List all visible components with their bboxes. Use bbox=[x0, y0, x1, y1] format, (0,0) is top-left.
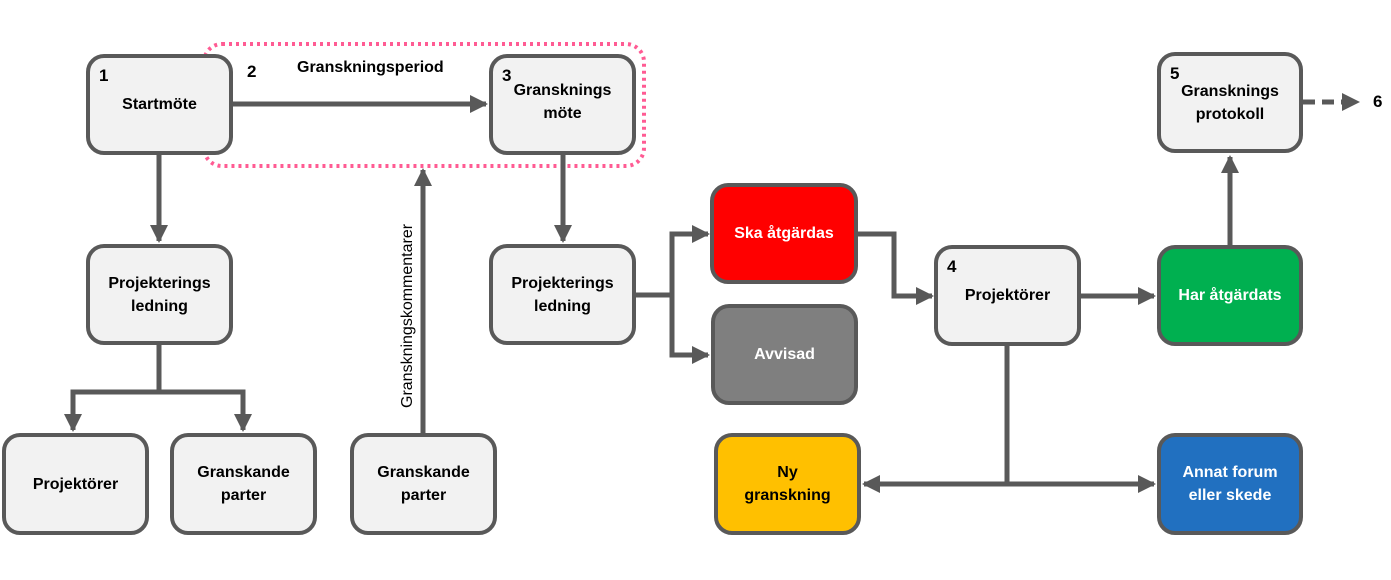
node-granskande-parter-left: Granskande parter bbox=[170, 433, 317, 535]
node-label: Annat forum eller skede bbox=[1182, 464, 1278, 504]
connector-pl-split-right bbox=[159, 389, 252, 432]
node-label: Ny granskning bbox=[744, 464, 831, 504]
node-label: Gransknings protokoll bbox=[1181, 82, 1279, 123]
node-label: Ska åtgärdas bbox=[734, 225, 834, 242]
node-label: Avvisad bbox=[754, 346, 815, 363]
node-granskningsmote: 3 Gransknings möte bbox=[489, 54, 636, 155]
connector-pl-mid-avvisad bbox=[669, 295, 710, 364]
connector-pl-mid-split bbox=[636, 225, 710, 298]
node-label: Projektörer bbox=[964, 287, 1051, 304]
node-startmote: 1 Startmöte bbox=[86, 54, 233, 155]
node-label: Projektörer bbox=[32, 475, 119, 493]
period-label: Granskningsperiod bbox=[297, 59, 444, 76]
step-number: 5 bbox=[1170, 64, 1180, 83]
comments-label: Granskningskommentarer bbox=[399, 223, 416, 408]
node-projekteringsledning-mid: Projekterings ledning bbox=[489, 244, 636, 345]
step-number: 4 bbox=[947, 257, 957, 276]
node-label: Har åtgärdats bbox=[1178, 287, 1282, 304]
node-label: Projekterings ledning bbox=[511, 274, 614, 315]
connector-ska-to-projektorer bbox=[858, 231, 934, 305]
node-projekteringsledning-left: Projekterings ledning bbox=[86, 244, 233, 345]
step-2-label: 2 bbox=[247, 62, 257, 81]
node-ny-granskning: Ny granskning bbox=[714, 433, 861, 535]
node-projektorer-left: Projektörer bbox=[2, 433, 149, 535]
node-label: Granskande parter bbox=[197, 464, 290, 504]
step-number: 1 bbox=[99, 66, 109, 85]
node-granskande-parter-mid: Granskande parter bbox=[350, 433, 497, 535]
node-avvisad: Avvisad bbox=[711, 304, 858, 405]
step-6-label: 6 bbox=[1373, 92, 1383, 111]
node-ska-atgardas: Ska åtgärdas bbox=[710, 183, 858, 284]
node-label: Projekterings ledning bbox=[108, 274, 211, 315]
node-har-atgardats: Har åtgärdats bbox=[1157, 245, 1303, 346]
connector-pl-split bbox=[64, 345, 162, 432]
node-label: Gransknings möte bbox=[513, 81, 612, 122]
node-protokoll: 5 Gransknings protokoll bbox=[1157, 52, 1303, 153]
node-projektorer-4: 4 Projektörer bbox=[934, 245, 1081, 346]
node-annat-forum: Annat forum eller skede bbox=[1157, 433, 1303, 535]
step-number: 3 bbox=[502, 66, 512, 85]
node-label: Startmöte bbox=[122, 96, 197, 113]
node-label: Granskande parter bbox=[377, 464, 470, 504]
